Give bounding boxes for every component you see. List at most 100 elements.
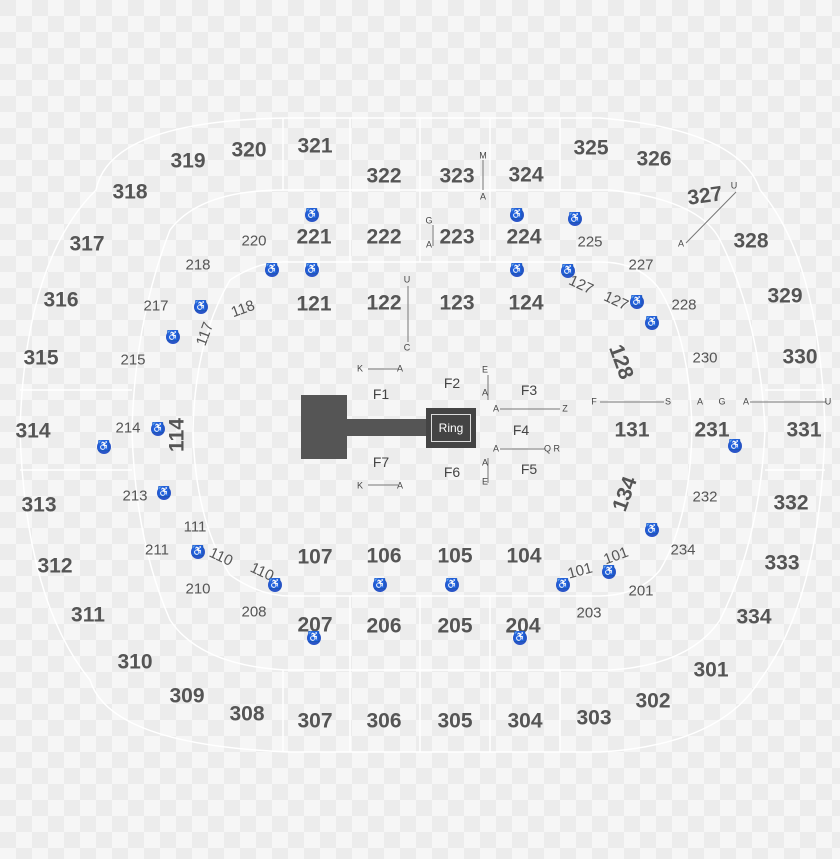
section-319[interactable]: 319 (170, 149, 206, 173)
section-201[interactable]: 201 (628, 582, 654, 600)
row-letter: A (396, 363, 404, 374)
section-111-8[interactable]: 111 (183, 518, 207, 536)
section-301[interactable]: 301 (693, 658, 729, 682)
section-316[interactable]: 316 (43, 288, 79, 312)
section-218[interactable]: 218 (185, 256, 211, 274)
section-318[interactable]: 318 (112, 180, 148, 204)
section-210[interactable]: 210 (185, 580, 211, 598)
section-208[interactable]: 208 (241, 603, 267, 621)
section-322[interactable]: 322 (366, 164, 402, 188)
section-317[interactable]: 317 (69, 232, 105, 256)
section-221[interactable]: 221 (296, 225, 332, 249)
section-203[interactable]: 203 (576, 604, 602, 622)
section-309[interactable]: 309 (169, 684, 205, 708)
section-211[interactable]: 211 (145, 541, 169, 559)
section-304[interactable]: 304 (507, 709, 543, 733)
wheelchair-icon: ♿ (373, 578, 387, 592)
row-letter: C (403, 342, 411, 353)
wheelchair-icon: ♿ (513, 631, 527, 645)
section-307[interactable]: 307 (297, 709, 333, 733)
floor-F7[interactable]: F7 (372, 454, 390, 470)
section-311[interactable]: 311 (71, 603, 105, 627)
section-131-19[interactable]: 131 (614, 418, 650, 442)
section-206[interactable]: 206 (366, 614, 402, 638)
floor-F6[interactable]: F6 (443, 464, 461, 480)
section-323[interactable]: 323 (439, 164, 475, 188)
section-314[interactable]: 314 (15, 419, 51, 443)
section-228[interactable]: 228 (671, 296, 697, 314)
row-letter: A (742, 396, 750, 407)
stage (301, 395, 347, 459)
floor-F2[interactable]: F2 (443, 375, 461, 391)
section-330[interactable]: 330 (782, 345, 818, 369)
section-234[interactable]: 234 (670, 541, 696, 559)
wheelchair-icon: ♿ (602, 565, 616, 579)
section-331[interactable]: 331 (786, 418, 822, 442)
section-315[interactable]: 315 (23, 346, 59, 370)
wheelchair-icon: ♿ (151, 422, 165, 436)
section-320[interactable]: 320 (231, 138, 267, 162)
section-334[interactable]: 334 (736, 605, 772, 629)
section-207[interactable]: 207 (297, 613, 333, 637)
section-231[interactable]: 231 (694, 418, 730, 442)
section-308[interactable]: 308 (229, 702, 265, 726)
section-325[interactable]: 325 (573, 136, 609, 160)
section-310[interactable]: 310 (117, 650, 153, 674)
section-326[interactable]: 326 (636, 147, 672, 171)
floor-F1[interactable]: F1 (372, 386, 390, 402)
row-letter: G (425, 215, 433, 226)
section-223[interactable]: 223 (439, 225, 475, 249)
wheelchair-icon: ♿ (645, 523, 659, 537)
section-327[interactable]: 327 (686, 182, 724, 210)
section-105-3[interactable]: 105 (437, 544, 473, 568)
section-305[interactable]: 305 (437, 709, 473, 733)
section-217[interactable]: 217 (143, 297, 169, 315)
section-215[interactable]: 215 (120, 351, 146, 369)
section-321[interactable]: 321 (297, 134, 333, 158)
section-122-13[interactable]: 122 (366, 291, 402, 315)
section-224[interactable]: 224 (506, 225, 542, 249)
section-213[interactable]: 213 (122, 487, 148, 505)
row-letter: E (481, 364, 489, 375)
section-324[interactable]: 324 (508, 163, 544, 187)
row-letter: A (677, 238, 685, 249)
section-114-9[interactable]: 114 (165, 418, 189, 452)
section-227[interactable]: 227 (628, 256, 654, 274)
section-329[interactable]: 329 (767, 284, 803, 308)
section-205[interactable]: 205 (437, 614, 473, 638)
wheelchair-icon: ♿ (194, 300, 208, 314)
row-letter: S (664, 396, 672, 407)
floor-F3[interactable]: F3 (520, 382, 538, 398)
row-letter: F (591, 396, 597, 407)
section-312[interactable]: 312 (37, 554, 73, 578)
section-303[interactable]: 303 (576, 706, 612, 730)
section-220[interactable]: 220 (241, 232, 267, 250)
wheelchair-icon: ♿ (561, 264, 575, 278)
floor-F5[interactable]: F5 (520, 461, 538, 477)
section-124-15[interactable]: 124 (508, 291, 544, 315)
section-222[interactable]: 222 (366, 225, 402, 249)
row-letter: U (403, 274, 411, 285)
section-328[interactable]: 328 (733, 229, 769, 253)
section-332[interactable]: 332 (773, 491, 809, 515)
section-225[interactable]: 225 (577, 233, 603, 251)
section-230[interactable]: 230 (692, 349, 718, 367)
section-104-2[interactable]: 104 (506, 544, 542, 568)
section-302[interactable]: 302 (635, 689, 671, 713)
section-214[interactable]: 214 (115, 419, 141, 437)
row-letter: A (479, 191, 487, 202)
section-107-5[interactable]: 107 (297, 545, 333, 569)
section-333[interactable]: 333 (764, 551, 800, 575)
row-letter: A (492, 403, 500, 414)
ring-label: Ring (431, 414, 471, 442)
floor-F4[interactable]: F4 (512, 422, 530, 438)
section-123-14[interactable]: 123 (439, 291, 475, 315)
section-313[interactable]: 313 (21, 493, 57, 517)
section-121-12[interactable]: 121 (296, 292, 332, 316)
section-232[interactable]: 232 (692, 488, 718, 506)
section-306[interactable]: 306 (366, 709, 402, 733)
section-106-4[interactable]: 106 (366, 544, 402, 568)
row-letter: U (730, 180, 738, 191)
